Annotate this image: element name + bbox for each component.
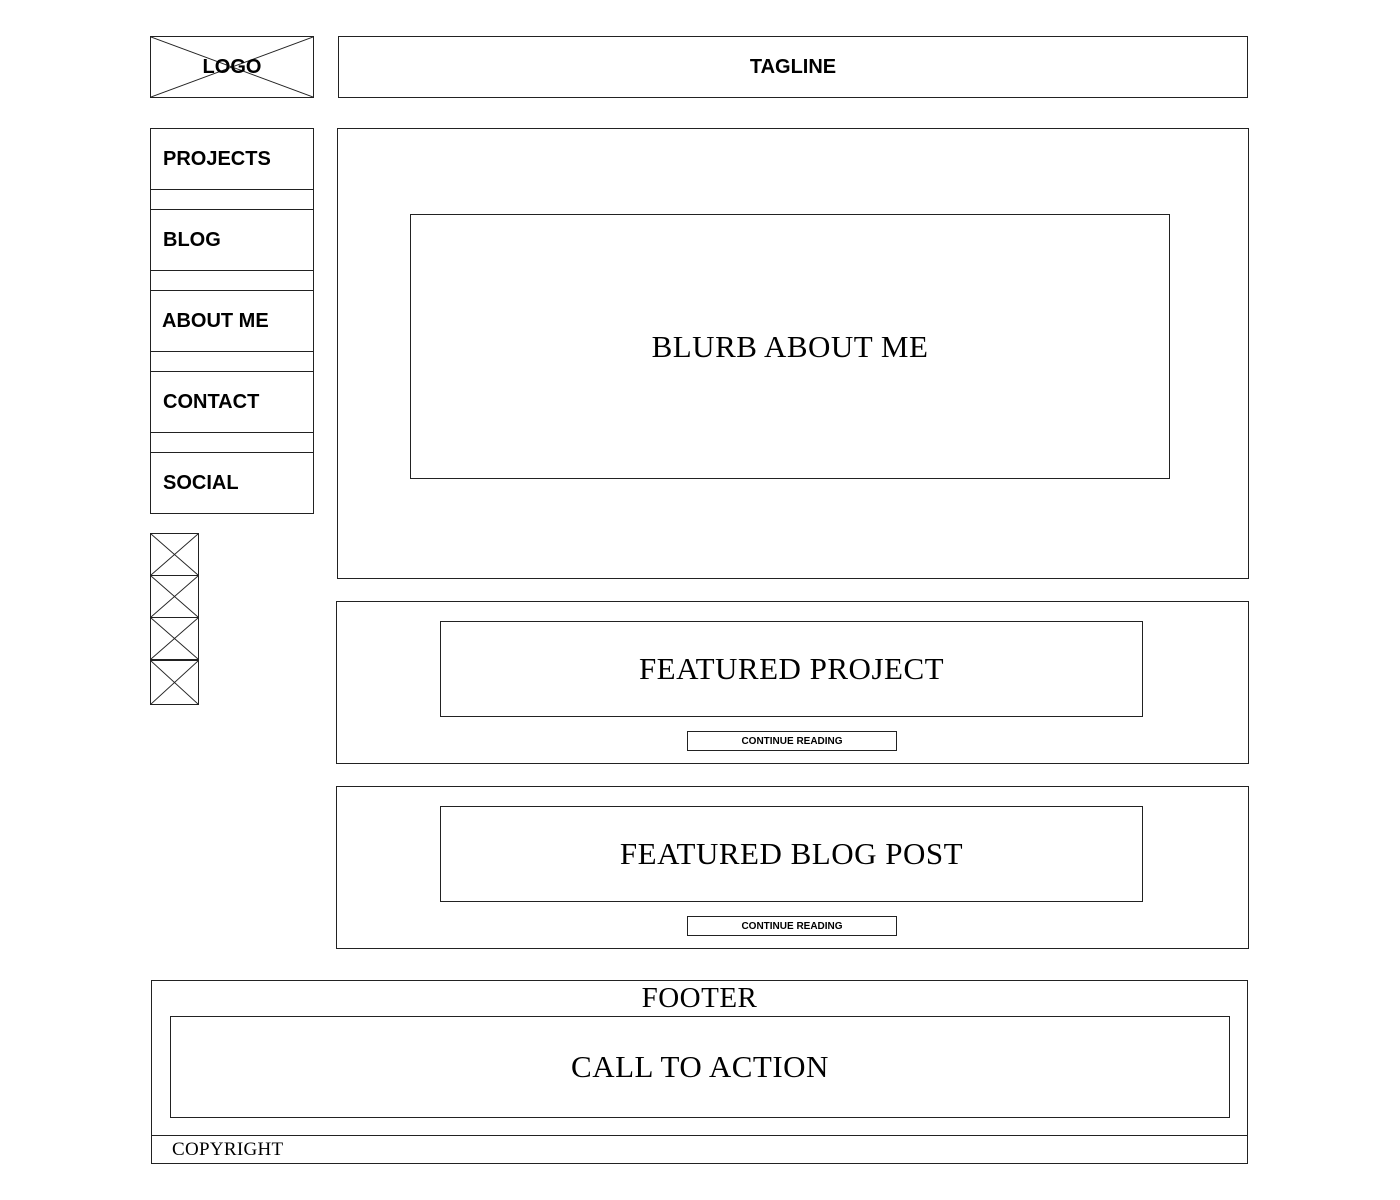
footer-title: FOOTER [641, 981, 758, 1014]
logo-label: LOGO [202, 55, 262, 78]
call-to-action[interactable]: CALL TO ACTION [170, 1016, 1230, 1118]
nav-item-social[interactable]: SOCIAL [150, 452, 314, 514]
image-placeholder-icon [151, 661, 198, 704]
nav-divider [150, 270, 314, 291]
social-icon-3[interactable] [150, 617, 199, 660]
tagline: TAGLINE [338, 36, 1248, 98]
nav-item-projects[interactable]: PROJECTS [150, 128, 314, 190]
copyright-bar [151, 1135, 1248, 1164]
image-placeholder-icon [151, 618, 198, 659]
nav-item-about-me[interactable]: ABOUT ME [150, 290, 314, 352]
featured-project-card[interactable]: FEATURED PROJECT [440, 621, 1143, 717]
featured-blog-post-card[interactable]: FEATURED BLOG POST [440, 806, 1143, 902]
image-placeholder-icon [151, 576, 198, 617]
nav-item-contact[interactable]: CONTACT [150, 371, 314, 433]
continue-reading-blog-button[interactable]: CONTINUE READING [687, 916, 897, 936]
nav-divider [150, 189, 314, 210]
nav-divider [150, 351, 314, 372]
continue-reading-project-button[interactable]: CONTINUE READING [687, 731, 897, 751]
blurb-about-me: BLURB ABOUT ME [410, 214, 1170, 479]
social-icon-2[interactable] [150, 575, 199, 618]
nav-item-blog[interactable]: BLOG [150, 209, 314, 271]
social-icon-4[interactable] [150, 660, 199, 705]
social-icon-1[interactable] [150, 533, 199, 576]
logo[interactable]: LOGO [150, 36, 314, 98]
copyright-text: COPYRIGHT [172, 1139, 284, 1160]
image-placeholder-icon [151, 534, 198, 575]
nav-divider [150, 432, 314, 453]
image-placeholder-icon [151, 37, 313, 97]
